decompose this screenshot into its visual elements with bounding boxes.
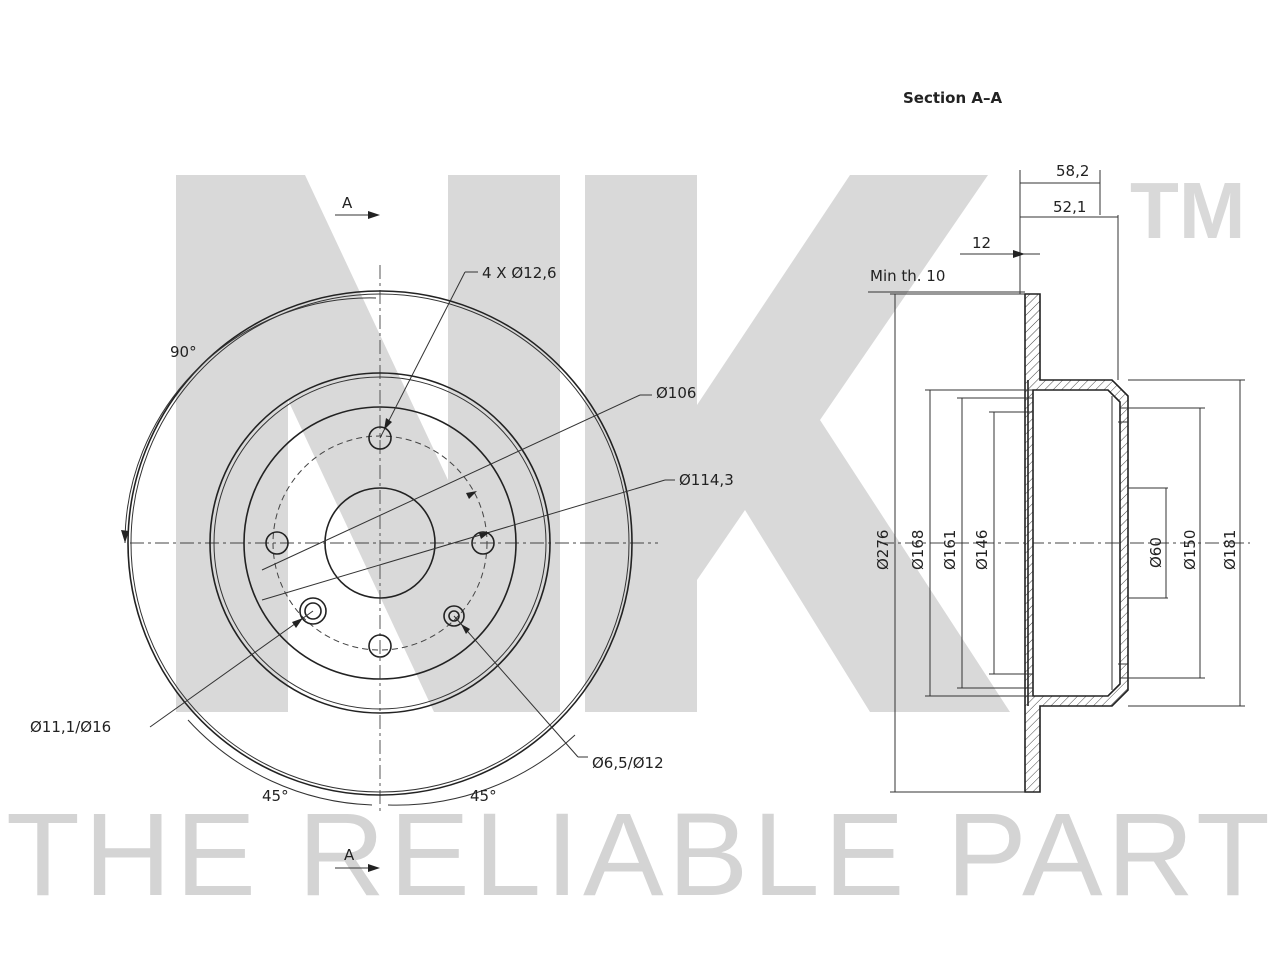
section-marker-bottom: A [344, 846, 355, 864]
pcd-114-arrow [479, 532, 490, 539]
dim-168-label: Ø168 [909, 530, 927, 570]
locating-hole-inner [304, 602, 322, 620]
angle-90-arc [124, 297, 377, 544]
hole-right-arrow [461, 624, 470, 634]
bolt-hole-bottom [368, 634, 392, 658]
dim-60-label: Ø60 [1147, 537, 1165, 568]
nk-watermark-logo: TM [176, 166, 1246, 712]
holes-leader-arrow [384, 418, 392, 430]
bolt-hole-left [265, 531, 289, 555]
screw-hole-inner [448, 610, 460, 622]
section-title: Section A–A [903, 89, 1002, 107]
hole-right-callout: Ø6,5/Ø12 [592, 754, 664, 772]
angle-45-right-arc [387, 734, 576, 806]
center-bore [324, 487, 436, 599]
min-thickness-label: Min th. 10 [870, 267, 945, 285]
pcd-114-label: Ø114,3 [679, 471, 734, 489]
disc-outer-chamfer [130, 293, 630, 793]
dim-12-arrow [1013, 250, 1025, 258]
hat-outer-edge [209, 372, 551, 714]
dim-58-label: 58,2 [1056, 162, 1089, 180]
dim-276-label: Ø276 [874, 530, 892, 570]
hole-right-leader [453, 615, 579, 758]
angle-45-right-label: 45° [470, 787, 497, 805]
holes-leader [379, 271, 466, 439]
pcd-106-label: Ø106 [656, 384, 696, 402]
hat-face-edge [243, 406, 517, 680]
disc-outer-edge [127, 290, 633, 796]
angle-90-arrowhead [121, 530, 129, 543]
watermark-tagline: THE RELIABLE PART [6, 789, 1274, 921]
front-view: A A 90° 45° 45° 4 X Ø12,6 Ø106 Ø114,3 Ø1… [30, 194, 734, 872]
dim-146-label: Ø146 [973, 530, 991, 570]
hole-left-callout: Ø11,1/Ø16 [30, 718, 111, 736]
section-marker-top: A [342, 194, 353, 212]
pcd-106-arrow [466, 491, 477, 499]
section-arrow-top-head [368, 211, 380, 219]
screw-hole-outer [443, 605, 465, 627]
angle-45-left-label: 45° [262, 787, 289, 805]
hole-left-arrow [292, 618, 303, 628]
watermark-trademark: TM [1130, 166, 1246, 255]
watermark-letter-k [585, 175, 1010, 712]
angle-45-left-arc [187, 719, 373, 806]
angle-90-label: 90° [170, 343, 197, 361]
dim-12-label: 12 [972, 234, 991, 252]
dim-52-label: 52,1 [1053, 198, 1086, 216]
dim-161-label: Ø161 [941, 530, 959, 570]
hat-inner-edge [213, 376, 547, 710]
dim-181-label: Ø181 [1221, 530, 1239, 570]
dim-150-label: Ø150 [1181, 530, 1199, 570]
pcd-114-leader [261, 479, 666, 601]
bolt-hole-right [471, 531, 495, 555]
section-view: Section A–A 58,2 52,1 12 Min th. 10 Ø276 [868, 89, 1250, 793]
pcd-106-leader [261, 394, 641, 571]
watermark-letter-n [176, 175, 560, 712]
hole-left-leader [149, 610, 314, 728]
bolt-circle [272, 435, 488, 651]
bolt-hole-top [368, 426, 392, 450]
holes-callout: 4 X Ø12,6 [482, 264, 557, 282]
locating-hole-outer [299, 597, 327, 625]
section-arrow-bottom-head [368, 864, 380, 872]
